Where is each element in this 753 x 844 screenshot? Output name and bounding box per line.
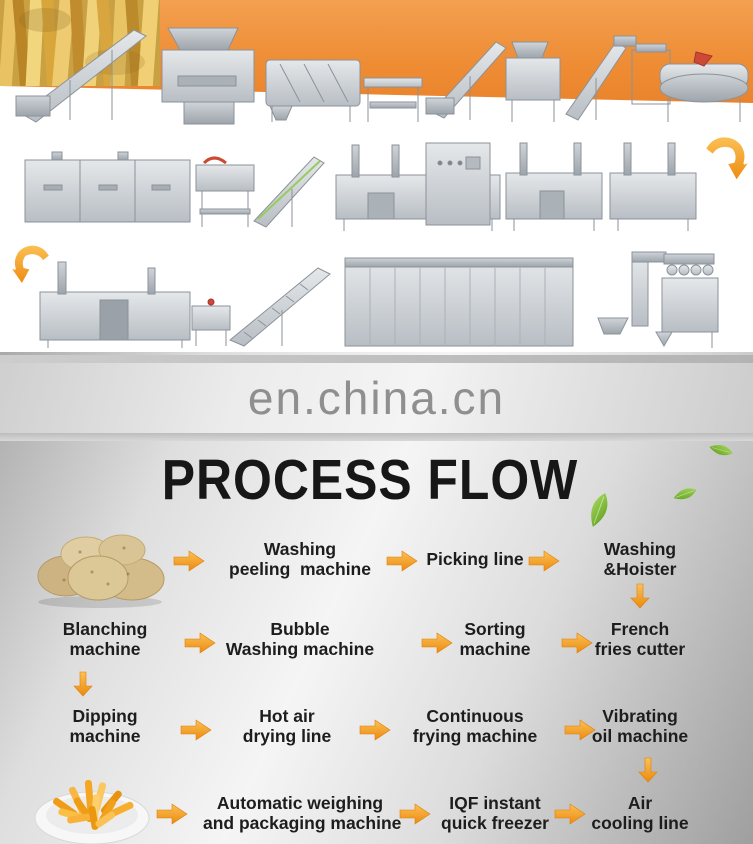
z-elevator-illustration [597,251,667,335]
flow-step-continuous-frying-machine: Continuous frying machine [412,706,538,746]
panel-top-strip [0,355,753,363]
equipment-row-3 [39,251,719,348]
flow-step-sorting-machine: Sorting machine [459,619,531,659]
de-oiling-machine-illustration [505,142,603,231]
equipment-row-1 [15,27,749,125]
flow-arrow-left-icon [183,630,217,656]
flow-step-dipping-machine: Dipping machine [69,706,141,746]
flow-step-air-cooling-line: Air cooling line [591,793,689,833]
equipment-row-2 [24,142,697,231]
flow-arrow-down-icon [629,582,651,610]
hoisting-conveyor-3-illustration [229,267,331,347]
flow-arrow-right-icon [179,717,213,743]
process-flow-panel: en.china.cn PROCESS FLOW Washing peeling… [0,352,753,844]
dipping-cart-illustration [195,156,255,227]
watermark: en.china.cn [247,372,506,424]
flow-step-bubble-washing-machine: Bubble Washing machine [225,619,375,659]
elevator-conveyor-illustration [565,35,637,121]
picking-table-illustration [363,77,423,122]
feeding-elevator-illustration [15,29,147,123]
watermark-band: en.china.cn [0,363,753,433]
flow-arrow-left-icon [420,630,454,656]
dewatering-sieve-illustration [631,43,749,122]
curve-arrow-left-icon [10,238,58,290]
leaf-icon [706,438,736,462]
flow-step-weighing-packaging-machine: Automatic weighing and packaging machine [203,793,402,833]
flow-arrow-right-icon [358,717,392,743]
flow-step-blanching-machine: Blanching machine [62,619,148,659]
flow-step-french-fries-cutter: French fries cutter [594,619,686,659]
flow-step-picking-line: Picking line [426,549,524,569]
bubble-washing-machine-illustration [265,59,361,122]
flow-step-washing-peeling-machine: Washing peeling machine [229,539,371,579]
hoisting-conveyor-illustration [425,41,507,120]
iqf-freezer-tunnel-illustration [344,257,574,347]
flow-step-iqf-instant-quick-freezer: IQF instant quick freezer [441,793,549,833]
washing-peeling-machine-illustration [161,27,255,125]
flow-arrow-left-icon [398,801,432,827]
weighing-packaging-machine-illustration [655,253,719,348]
equipment-gallery [0,0,753,352]
blanching-machine-illustration [24,151,191,223]
flow-arrow-right-icon [527,548,561,574]
flow-arrow-down-icon [72,670,94,698]
section-title: PROCESS FLOW [161,449,579,512]
flow-arrow-left-icon [155,801,189,827]
flow-arrow-down-icon [637,756,659,784]
vibrating-machine-illustration [609,142,697,231]
flow-step-vibrating-oil-machine: Vibrating oil machine [591,706,689,746]
watermark-band-edge [0,433,753,441]
feeding-stand-illustration [191,298,231,346]
flow-arrow-right-icon [172,548,206,574]
leaf-icon [668,482,702,506]
french-fries-cutter-illustration [505,41,561,122]
control-cabinet-illustration [425,142,491,226]
leaf-icon [588,492,610,528]
flow-arrow-right-icon [563,717,597,743]
flow-step-hot-air-drying-line: Hot air drying line [242,706,332,746]
flow-arrow-left-icon [553,801,587,827]
potatoes-image [37,534,165,608]
hoisting-conveyor-2-illustration [253,156,325,228]
seasoning-machine-illustration [39,261,191,348]
flow-arrow-right-icon [385,548,419,574]
flow-arrow-left-icon [560,630,594,656]
curve-arrow-right-icon [696,130,750,186]
flow-step-washing-hoister: Washing &Hoister [603,539,677,579]
french-fries-plate-image [34,779,150,844]
